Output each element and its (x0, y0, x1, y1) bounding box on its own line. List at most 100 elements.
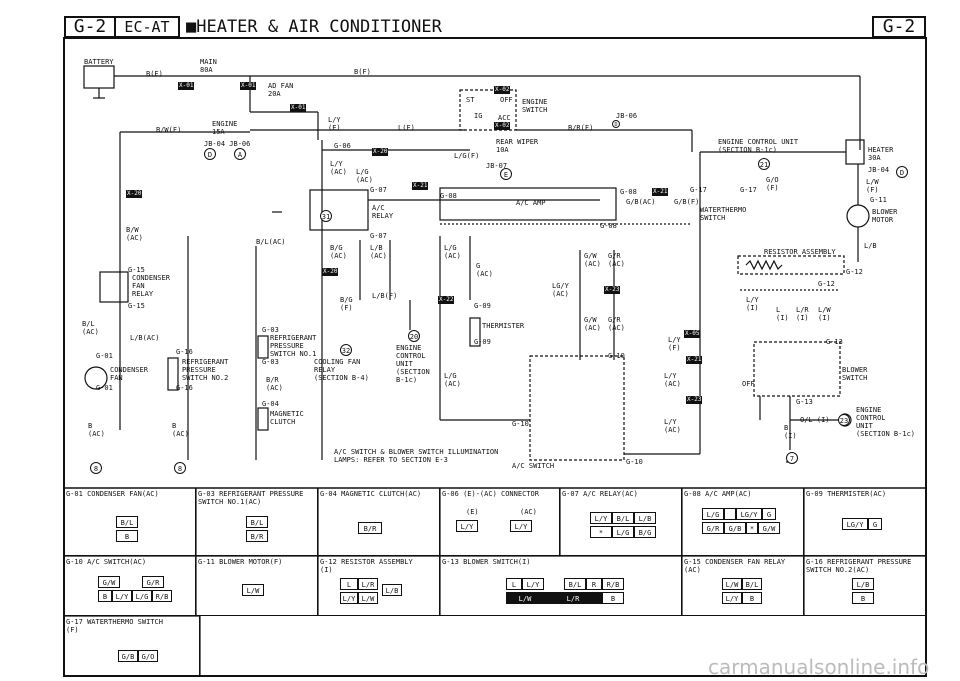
connector-g06-sub-ac: (AC) (520, 508, 537, 516)
g01-bot-label: G-01 (96, 384, 113, 392)
badge-x20a: X-20 (372, 148, 389, 156)
pin: B/L (116, 516, 138, 528)
condenser-fan-relay-label: CONDENSER FAN RELAY (132, 274, 170, 298)
ad-fan-fuse-label: AD FAN 20A (268, 82, 294, 98)
pin: L/W (506, 592, 544, 604)
connector-g06-title: G-06 (E)-(AC) CONNECTOR (442, 490, 539, 498)
badge-x22: X-22 (438, 296, 455, 304)
section-code: EC-AT (114, 16, 180, 38)
ecu-right-label: ENGINE CONTROL UNIT (SECTION B-1c) (856, 406, 916, 438)
marker-e: E (500, 168, 512, 180)
pin: L/W (358, 592, 378, 604)
ly-ac2-label: L/Y (AC) (664, 372, 681, 388)
pin: B (852, 592, 874, 604)
b-i-label: B (I) (784, 424, 797, 440)
badge-x02a: X-02 (494, 86, 511, 94)
ecu-note-label: ENGINE CONTROL UNIT (SECTION B-1c) (718, 138, 799, 154)
waterthermo-label: WATERTHERMO SWITCH (700, 206, 747, 222)
pin: G/R (702, 522, 724, 534)
ly-i-label: L/Y (I) (746, 296, 759, 312)
bl-ac-label: B/L (AC) (82, 320, 99, 336)
pin: L/Y (510, 520, 532, 532)
bl-ac2-label: B/L(AC) (256, 238, 286, 246)
pin: B (116, 530, 138, 542)
bw-ac-label: B/W (AC) (126, 226, 143, 242)
st-label: ST (466, 96, 475, 104)
pin: L/Y (340, 592, 358, 604)
bg-ac-label: B/G (AC) (330, 244, 347, 260)
gb-f-label: G/B(F) (674, 198, 700, 206)
resistor-assembly-label: RESISTOR ASSEMBLY (764, 248, 836, 256)
go-f-label: G/O (F) (766, 176, 779, 192)
thermistor-label: THERMISTER (482, 322, 525, 330)
g07-bot-label: G-07 (370, 232, 387, 240)
pin: L/Y (522, 578, 544, 590)
pin: B/R (358, 522, 382, 534)
connector-g17-title: G-17 WATERTHERMO SWITCH (F) (66, 618, 163, 634)
engine-fuse-label: ENGINE 15A (212, 120, 238, 136)
bg-f-label: B/G (F) (340, 296, 353, 312)
g08-left-label: G-08 (440, 192, 457, 200)
g10-left-label: G-10 (512, 420, 529, 428)
g08-bottom-label: G-08 (600, 222, 617, 230)
pin: R/B (152, 590, 172, 602)
ol-i-label: O/L (I) (800, 416, 830, 424)
pin: B/G (634, 526, 656, 538)
connector-g08-title: G-08 A/C AMP(AC) (684, 490, 752, 498)
rear-wiper-label: REAR WIPER 10A (496, 138, 539, 154)
ecu-box-label: ENGINE CONTROL UNIT (SECTION B-1c) (396, 344, 430, 384)
badge-x01c: X-01 (290, 104, 307, 112)
ac-relay-label: A/C RELAY (372, 204, 394, 220)
g17-left-label: G-17 (690, 186, 707, 194)
connector-g09: G-09 THERMISTER(AC) LG/Y G (804, 488, 926, 556)
g12-inner-label: G-12 (818, 280, 835, 288)
jb04-jb06-label: JB-04 JB-06 (204, 140, 251, 148)
pin: G (762, 508, 776, 520)
lw-i-label: L/W (I) (818, 306, 831, 322)
refrig-sw2-label: REFRIGERANT PRESSURE SWITCH NO.2 (182, 358, 229, 382)
g01-top-label: G-01 (96, 352, 113, 360)
pin: L/G (702, 508, 724, 520)
b-ac-left-label: B (AC) (88, 422, 105, 438)
connector-g11: G-11 BLOWER MOTOR(F) L/W (196, 556, 318, 616)
engine-switch-label: ENGINE SWITCH (522, 98, 548, 114)
g07-top-label: G-07 (370, 186, 387, 194)
marker-d-right: D (896, 166, 908, 178)
pin: B/L (246, 516, 268, 528)
heater-fuse-label: HEATER 30A (868, 146, 894, 162)
badge-x20c: X-20 (322, 268, 339, 276)
g03-top-label: G-03 (262, 326, 279, 334)
wire-b-e-label: B(E) (146, 70, 163, 78)
pin: B/L (612, 512, 634, 524)
g17-right-label: G-17 (740, 186, 757, 194)
pin: B/L (564, 578, 586, 590)
refrig-sw1-label: REFRIGERANT PRESSURE SWITCH NO.1 (270, 334, 317, 358)
pin: L/B (382, 584, 402, 596)
pin: R/B (602, 578, 624, 590)
pin: LG/Y (842, 518, 868, 530)
connector-g04: G-04 MAGNETIC CLUTCH(AC) B/R (318, 488, 440, 556)
g09-bot-label: G-09 (474, 338, 491, 346)
badge-x02b: X-02 (494, 122, 511, 130)
ac-switch-label: A/C SWITCH (512, 462, 555, 470)
blower-switch-label: BLOWER SWITCH (842, 366, 868, 382)
g06-label: G-06 (334, 142, 351, 150)
pin: L/B (852, 578, 874, 590)
pin: L/G (612, 526, 634, 538)
lg-ac-label: L/G (AC) (356, 168, 373, 184)
br-ac-label: B/R (AC) (266, 376, 283, 392)
magnetic-clutch-label: MAGNETIC CLUTCH (270, 410, 304, 426)
connector-g03: G-03 REFRIGERANT PRESSURE SWITCH NO.1(AC… (196, 488, 318, 556)
g09-top-label: G-09 (474, 302, 491, 310)
pin: L/B (634, 512, 656, 524)
badge-x01b: X-01 (240, 82, 257, 90)
connector-g16-title: G-16 REFRIGERANT PRESSURE SWITCH NO.2(AC… (806, 558, 912, 574)
connector-g03-title: G-03 REFRIGERANT PRESSURE SWITCH NO.1(AC… (198, 490, 304, 506)
marker-23: 23 (838, 414, 850, 426)
pin: L/R (358, 578, 378, 590)
jb04-right-label: JB-04 (868, 166, 890, 174)
connector-g01-title: G-01 CONDENSER FAN(AC) (66, 490, 159, 498)
connector-g08: G-08 A/C AMP(AC) L/G LG/Y G G/R G/B * G/… (682, 488, 804, 556)
ig-label: IG (474, 112, 483, 120)
